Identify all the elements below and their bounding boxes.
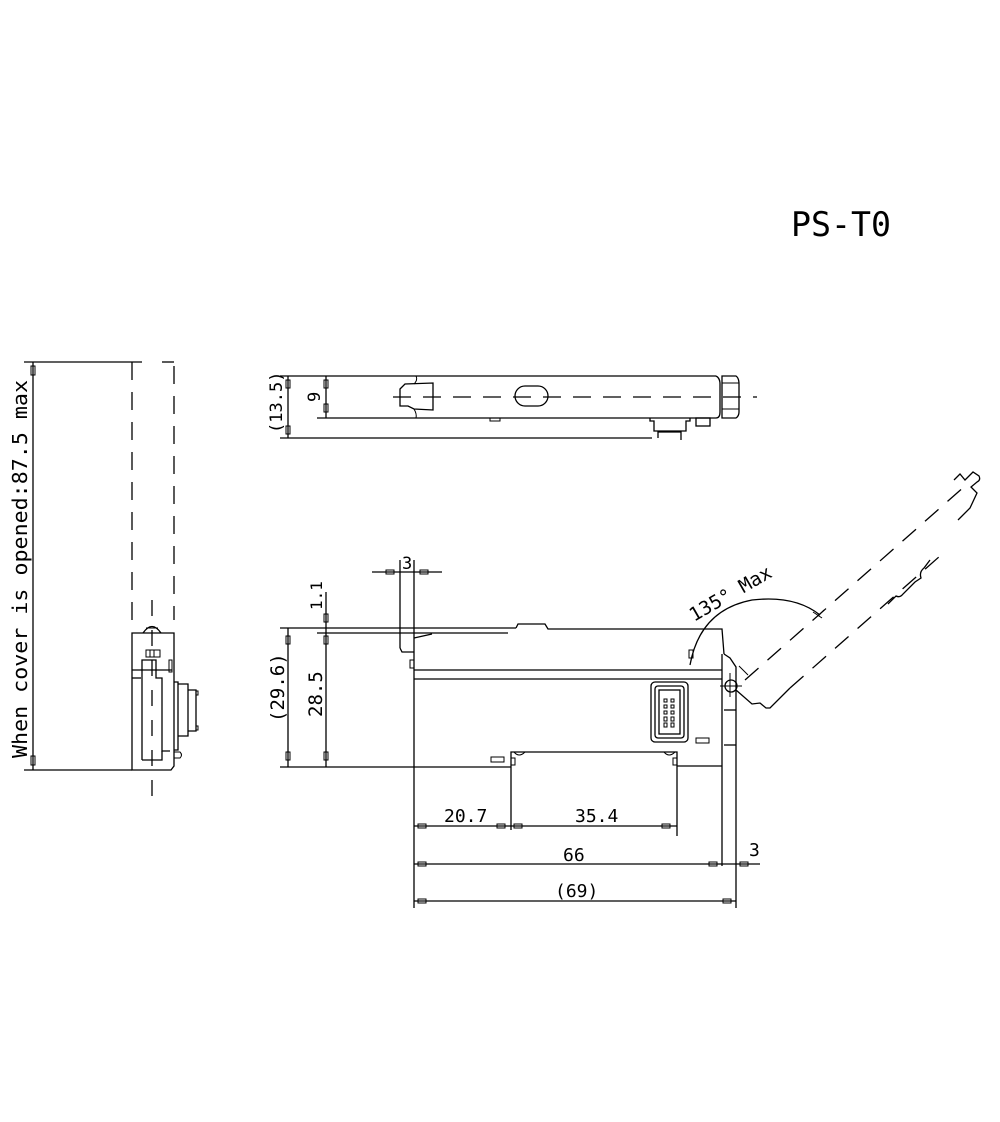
- cover-width-label: 3: [402, 554, 412, 574]
- front-view: [280, 560, 760, 908]
- top-overall-height-label: (13.5): [267, 372, 287, 433]
- opened-cover-outline: [688, 471, 981, 709]
- front-overall-height-label: (29.6): [267, 653, 289, 722]
- drawing-title: PS-T0: [791, 205, 891, 245]
- front-body-height-label: 28.5: [305, 671, 327, 717]
- left-offset-label: 20.7: [444, 806, 487, 827]
- cover-offset-label: 1.1: [307, 581, 326, 610]
- overall-length-label: (69): [555, 881, 598, 902]
- connector-pins: [663, 698, 675, 728]
- angle-label: 135° Max: [686, 562, 776, 627]
- side-view: [24, 361, 199, 810]
- top-body-height-label: 9: [305, 392, 325, 402]
- end-width-label: 3: [749, 840, 760, 861]
- open-height-annotation: When cover is opened:87.5 max: [8, 380, 32, 758]
- top-view: [280, 375, 757, 440]
- body-length-label: 66: [563, 845, 585, 866]
- rail-width-label: 35.4: [575, 806, 618, 827]
